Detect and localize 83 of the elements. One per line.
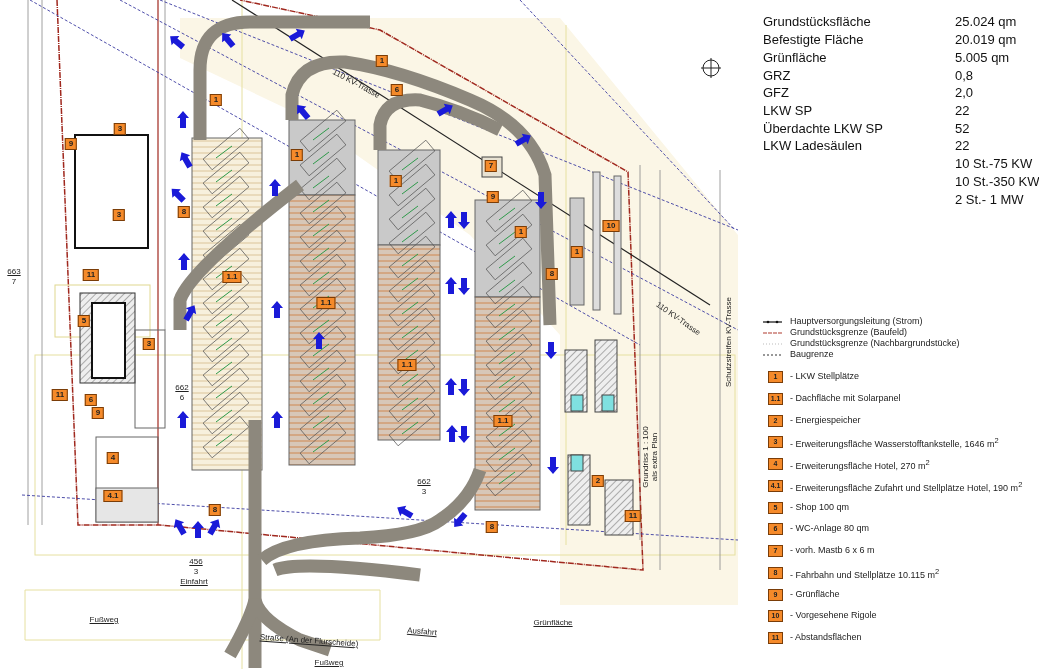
callout-number: 2 [591, 475, 605, 487]
road-label: Einfahrt [180, 578, 208, 586]
road-label: Ausfahrt [406, 626, 438, 638]
stat-value: 52 [955, 122, 970, 135]
stat-value: 0,8 [955, 69, 974, 82]
callout-number: 9 [91, 407, 105, 419]
path-label: Fußweg [314, 659, 344, 667]
callout-number: 1 [209, 94, 223, 106]
stat-label: Grünfläche [763, 51, 827, 64]
legend-text: - Vorgesehene Rigole [790, 611, 877, 621]
legend-text: - Shop 100 qm [790, 502, 850, 512]
stat-label: Befestigte Fläche [763, 33, 864, 46]
callout-number: 1.1 [493, 415, 513, 427]
plot-number: 662 [417, 478, 431, 486]
legend-text: - LKW Stellplätze [790, 372, 860, 381]
stat-label: Überdachte LKW SP [763, 122, 883, 135]
stat-value: 10 St.-75 KW [955, 157, 1033, 170]
stat-label: GFZ [763, 86, 789, 99]
callout-number: 1.1 [316, 297, 336, 309]
callout-number: 10 [602, 220, 620, 232]
stat-label: GRZ [763, 69, 791, 82]
callout-number: 6 [390, 84, 404, 96]
legend-text: - Erweiterungsfläche Zufahrt und Stellplätze Hotel, 190 m$^{2}$ [790, 480, 1023, 493]
callout-number: 7 [484, 160, 498, 172]
callout-number: 9 [64, 138, 78, 150]
legend-text: Grundstücksgrenze (Nachbargrundstücke) [790, 339, 960, 348]
callout-number: 1 [375, 55, 389, 67]
callout-number: 1.1 [222, 271, 242, 283]
callout-number: 6 [84, 394, 98, 406]
plot-number: 662 [175, 384, 189, 392]
callout-number: 1.1 [397, 359, 417, 371]
callout-number: 3 [113, 123, 127, 135]
plot-number: 3 [421, 488, 427, 496]
legend-text: - Energiespeicher [790, 415, 861, 425]
stat-value: 22 [955, 139, 970, 152]
stat-label: Grundstücksfläche [763, 15, 871, 28]
callout-number: 3 [112, 209, 126, 221]
callout-number: 9 [486, 191, 500, 203]
plot-number: 6 [179, 394, 185, 402]
legend-text: - WC-Anlage 80 qm [790, 524, 870, 534]
callout-number: 1 [290, 149, 304, 161]
legend-text: - Fahrbahn und Stellplätze 10.115 m$^{2}$ [790, 567, 940, 580]
callout-number: 8 [545, 268, 559, 280]
path-label: Fußweg [89, 616, 119, 624]
stat-value: 22 [955, 104, 970, 117]
legend-text: Baugrenze [790, 350, 834, 359]
callout-number: 1 [514, 226, 528, 238]
legend-text: - Erweiterungsfläche Wasserstofftankstelle, 1646 m$^{2}$ [790, 437, 999, 450]
legend-text: Hauptversorgungsleitung (Strom) [790, 317, 923, 326]
plot-number: 663 [7, 268, 21, 276]
callout-number: 8 [177, 206, 191, 218]
legend-text: Grundstücksgrenze (Baufeld) [790, 328, 908, 337]
callout-number: 5 [77, 315, 91, 327]
plot-number: 3 [193, 568, 199, 576]
callout-number: 1 [389, 175, 403, 187]
stat-label: LKW SP [763, 104, 813, 117]
callout-number: 8 [485, 521, 499, 533]
zone-label: Schutzstreifen KV-Trasse [725, 297, 733, 387]
stat-value: 20.019 qm [955, 33, 1017, 46]
callout-number: 11 [51, 389, 69, 401]
plot-number: 7 [11, 278, 17, 286]
legend-text: - Abstandsflächen [790, 633, 862, 642]
plan-note: Grundriss 1 : 100 als extra Plan [640, 426, 660, 488]
stat-value: 2 St.- 1 MW [955, 193, 1024, 206]
stat-value: 5.005 qm [955, 51, 1010, 64]
callout-number: 4 [106, 452, 120, 464]
legend-text: - Grünfläche [790, 589, 840, 599]
callout-number: 1 [570, 246, 584, 258]
stat-value: 2,0 [955, 86, 974, 99]
callout-number: 3 [142, 338, 156, 350]
stat-value: 25.024 qm [955, 15, 1017, 28]
callout-number: 8 [208, 504, 222, 516]
area-label: Grünfläche [533, 619, 573, 627]
stat-value: 10 St.-350 KW [955, 175, 1039, 188]
callout-number: 11 [624, 510, 642, 522]
legend-text: - Dachfläche mit Solarpanel [790, 393, 901, 403]
callout-number: 4.1 [103, 490, 123, 502]
stat-label: LKW Ladesäulen [763, 139, 862, 152]
legend-text: - Erweiterungsfläche Hotel, 270 m$^{2}$ [790, 459, 930, 471]
plot-number: 456 [189, 558, 203, 566]
legend-text: - vorh. Mastb 6 x 6 m [790, 546, 875, 555]
road-label: Straße (An der Flurscheide) [259, 633, 359, 649]
callout-number: 11 [82, 269, 100, 281]
